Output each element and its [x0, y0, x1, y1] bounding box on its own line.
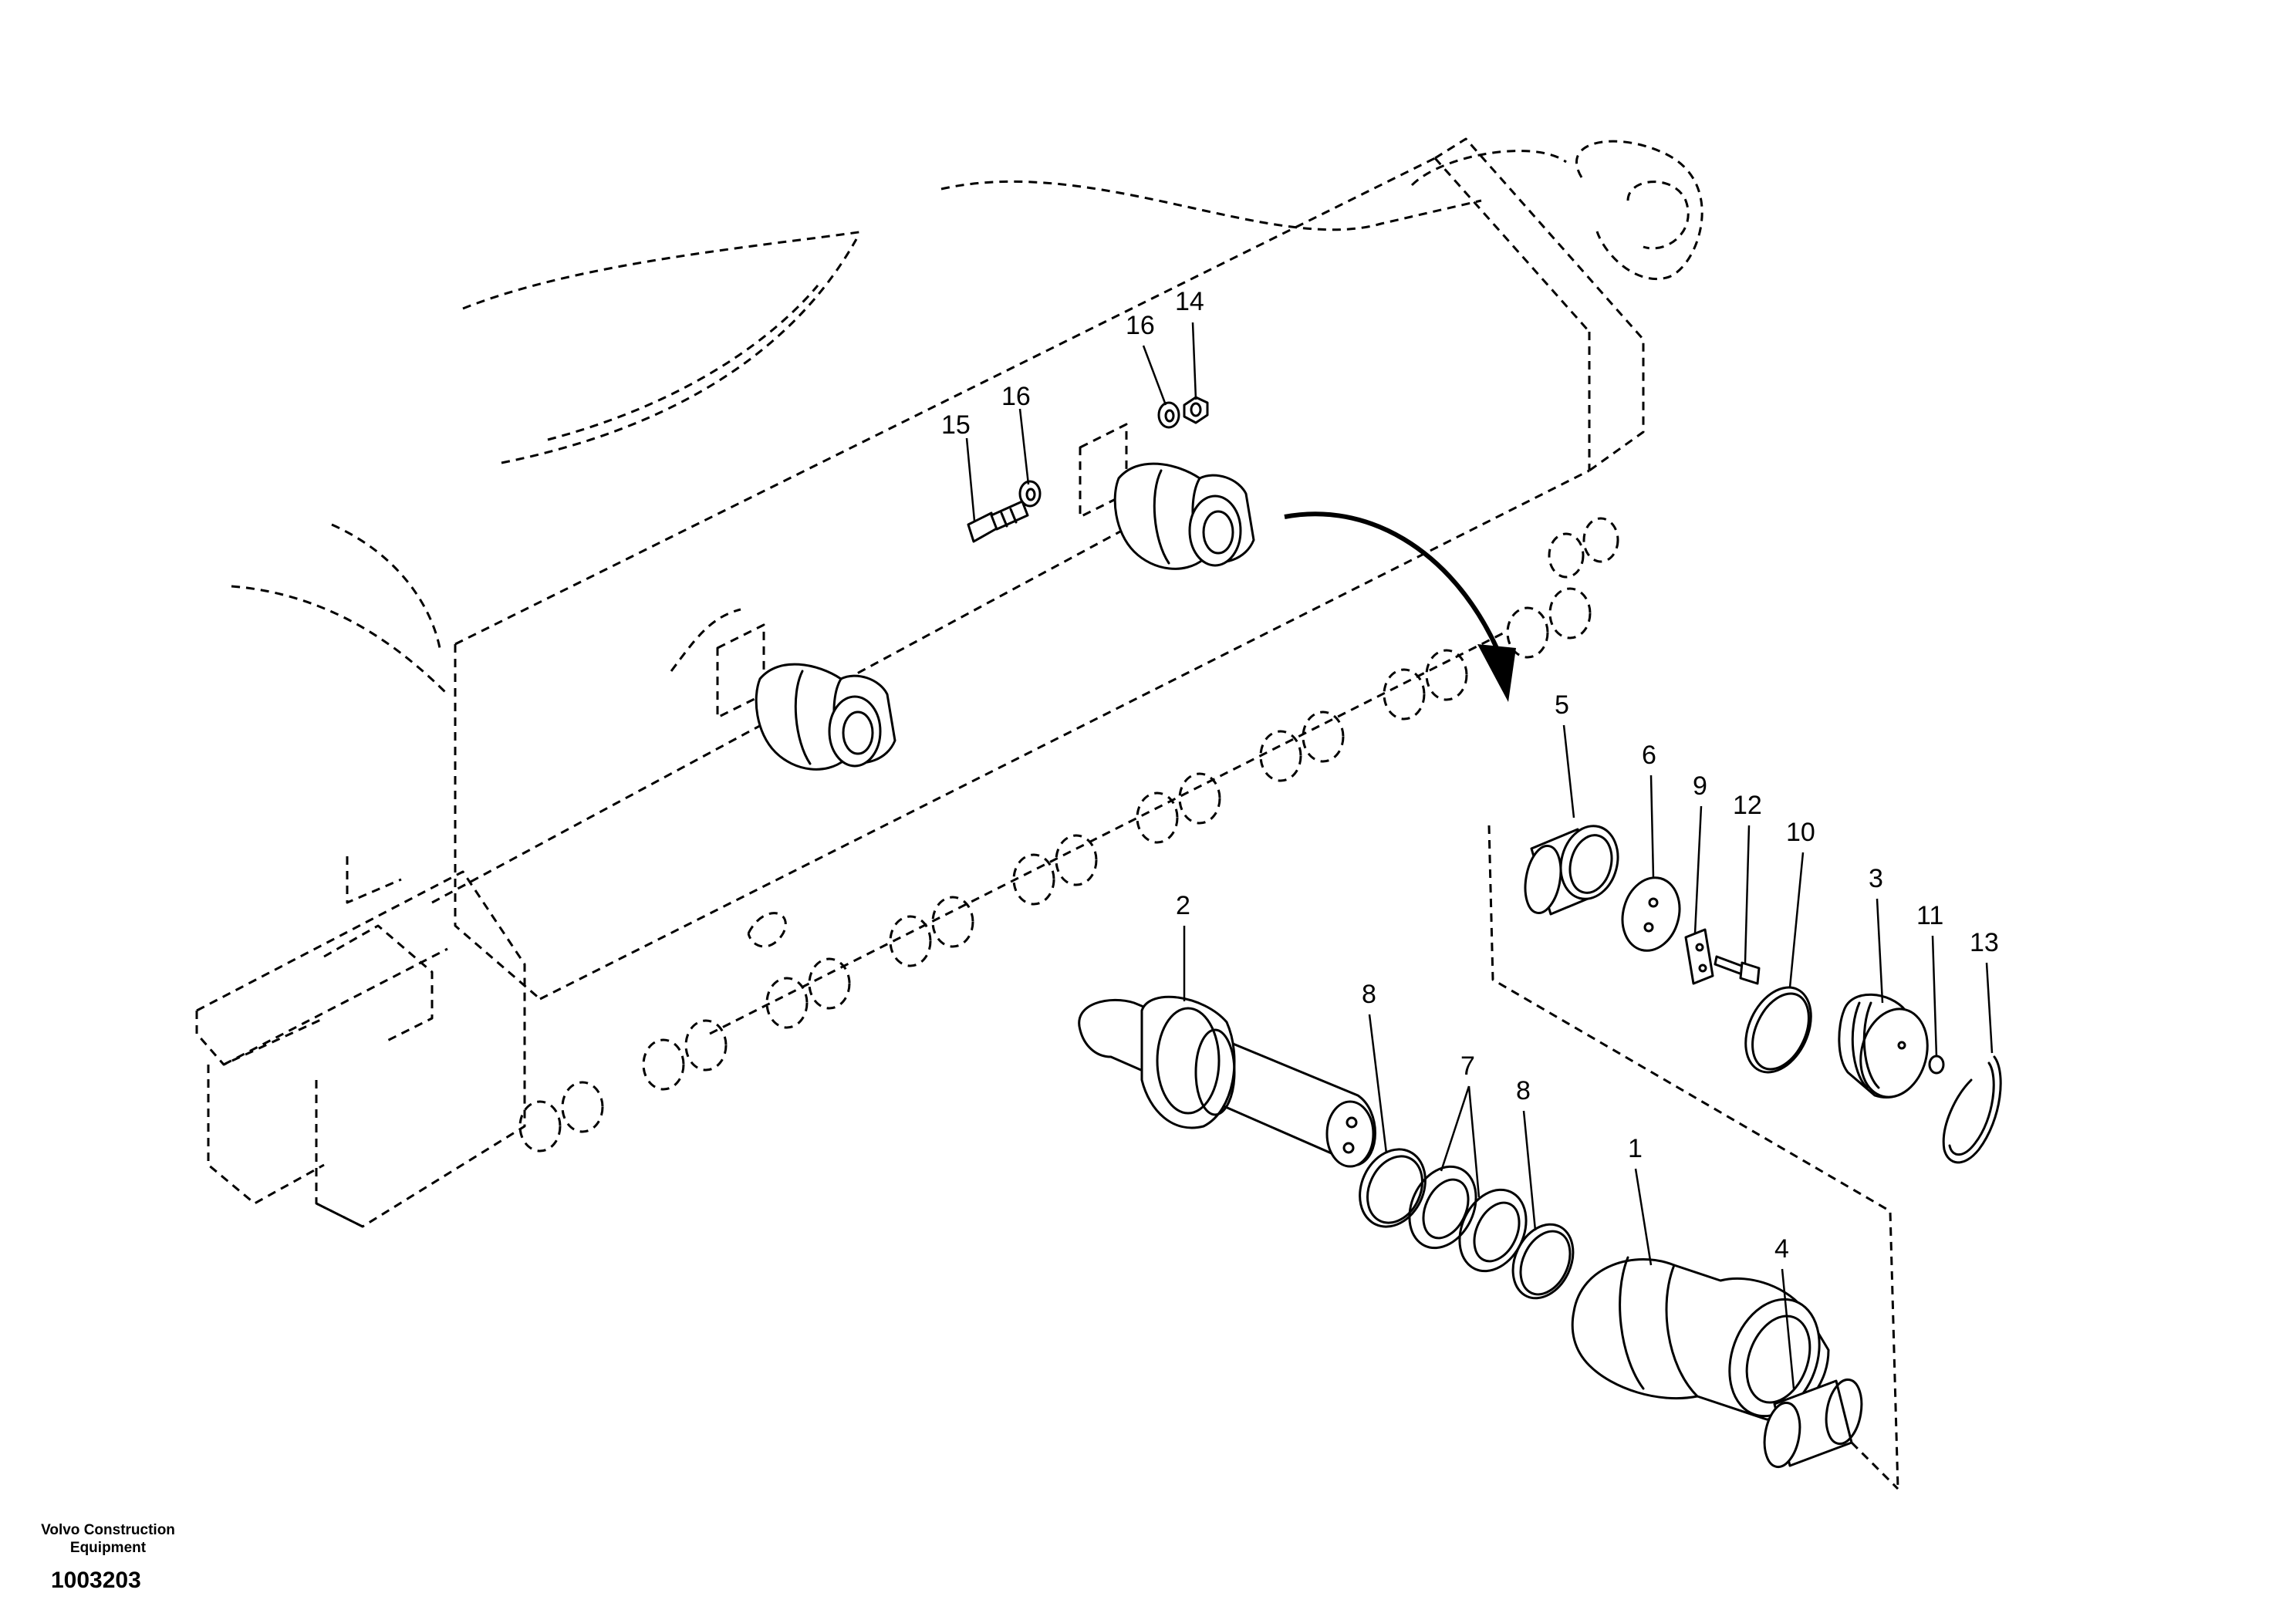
snap-ring-13 — [1942, 1055, 2002, 1164]
track-bolt-pair — [765, 957, 851, 1029]
callout-7: 7 — [1460, 1051, 1475, 1081]
track-bolt-pair — [889, 896, 974, 967]
track-bolt-pair — [1548, 517, 1619, 579]
callout-2: 2 — [1176, 891, 1190, 920]
track-bolt-pair — [1136, 772, 1221, 844]
track-bolt-pair — [642, 1019, 728, 1091]
roller-1 — [1571, 1256, 1830, 1421]
bolt-15 — [967, 500, 1029, 543]
washer-16-right — [1157, 401, 1180, 429]
plug-11 — [1928, 1055, 1945, 1075]
callout-15: 15 — [941, 410, 971, 440]
track-frame-outline — [195, 137, 1703, 1228]
end-cap-assembly-box — [1487, 825, 1899, 1490]
callout-13: 13 — [1970, 928, 1999, 957]
lock-plate-9 — [1684, 928, 1714, 985]
track-link-bolts — [518, 517, 1619, 1153]
installed-roller-left — [755, 663, 896, 771]
callout-1: 1 — [1628, 1134, 1643, 1163]
callout-11: 11 — [1916, 901, 1943, 930]
assembly-arrow-icon — [1284, 511, 1516, 702]
bushing-5 — [1524, 825, 1619, 916]
track-bolt-pair — [1012, 834, 1098, 906]
callout-10: 10 — [1786, 818, 1815, 847]
callout-8-b: 8 — [1516, 1076, 1531, 1105]
callout-5: 5 — [1555, 690, 1569, 720]
callout-8-a: 8 — [1362, 980, 1376, 1009]
track-bolt-pair — [1506, 587, 1592, 659]
cover-3 — [1838, 993, 1929, 1099]
shaft-2 — [1078, 995, 1376, 1168]
nut-14 — [1183, 396, 1209, 424]
washer-16-left — [1018, 480, 1042, 508]
callout-16-right: 16 — [1126, 311, 1155, 340]
o-ring-8-a — [1359, 1148, 1427, 1228]
bolt-12 — [1714, 955, 1761, 985]
o-ring-8-b — [1511, 1223, 1575, 1300]
callout-labels: 15 16 16 14 5 6 9 12 10 3 11 13 2 8 7 8 … — [941, 287, 1999, 1264]
track-bolt-pair — [1259, 710, 1345, 782]
drawing-number: 1003203 — [51, 1568, 141, 1593]
callout-12: 12 — [1733, 791, 1762, 820]
o-ring-10 — [1744, 986, 1812, 1074]
callout-3: 3 — [1869, 864, 1883, 893]
callout-14: 14 — [1175, 287, 1204, 316]
callout-4: 4 — [1774, 1234, 1789, 1264]
brand-line-1: Volvo Construction — [41, 1522, 175, 1538]
track-bolt-pair — [518, 1081, 604, 1153]
brand-line-2: Equipment — [69, 1540, 147, 1556]
callout-16-left: 16 — [1001, 382, 1031, 411]
brand-label: Volvo Construction Equipment — [23, 1521, 193, 1557]
track-bolt-pair — [1383, 649, 1468, 721]
thrust-plate-6 — [1621, 876, 1681, 952]
leader-lines — [965, 322, 1994, 1389]
seal-7-b — [1458, 1188, 1528, 1273]
callout-9: 9 — [1693, 771, 1707, 801]
installed-roller-right — [1113, 462, 1255, 570]
callout-6: 6 — [1642, 741, 1656, 770]
